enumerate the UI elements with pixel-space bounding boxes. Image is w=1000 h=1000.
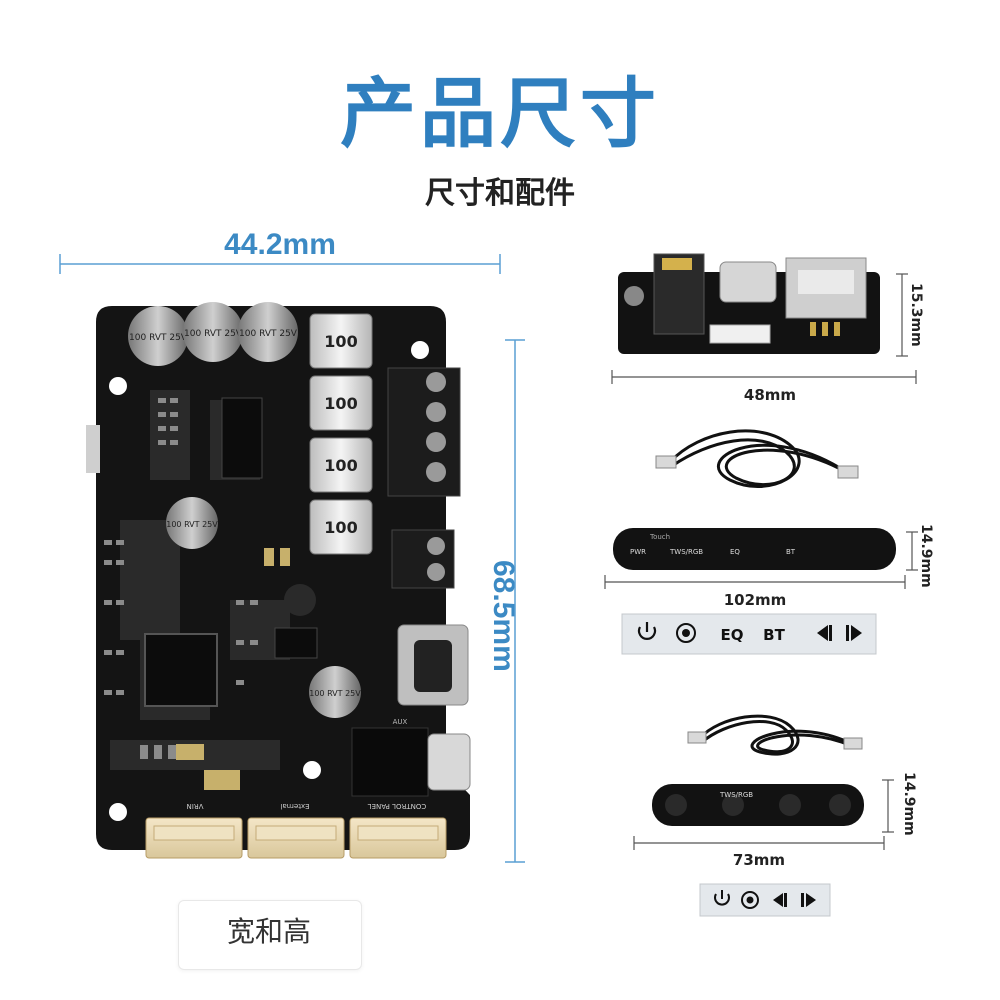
sticker-small bbox=[699, 883, 831, 917]
connector-label-vrin: VRIN bbox=[187, 802, 204, 810]
panel-large-eq: EQ bbox=[730, 548, 740, 556]
io-board-width-dimension bbox=[611, 370, 917, 384]
io-board-height-dimension bbox=[896, 273, 908, 357]
page-title: 产品尺寸 bbox=[340, 69, 660, 158]
small-tws-rgb-icon bbox=[741, 891, 759, 909]
speaker-terminal bbox=[387, 367, 461, 497]
caption-width-height: 宽和高 bbox=[226, 915, 311, 948]
capacitor-1-text: 100 RVT 25V bbox=[129, 333, 188, 343]
inductor-3-text: 100 bbox=[324, 456, 357, 475]
sticker-large: EQ BT bbox=[621, 613, 877, 655]
board-height-dimension bbox=[505, 339, 525, 863]
touch-panel-large-width-dimension bbox=[604, 575, 906, 589]
cable-1 bbox=[668, 429, 847, 488]
panel-large-touch: Touch bbox=[649, 533, 670, 541]
capacitor-5: 100 RVT 25V bbox=[309, 666, 361, 718]
touch-panel-small-width-label: 73mm bbox=[733, 851, 785, 869]
board-width-label: 44.2mm bbox=[224, 228, 336, 261]
usb-c-port bbox=[397, 624, 469, 706]
aux-label: AUX bbox=[393, 718, 408, 726]
power-terminal bbox=[391, 529, 455, 589]
touch-panel-small: TWS/RGB bbox=[652, 784, 864, 826]
touch-panel-small-height-label: 14.9mm bbox=[901, 772, 917, 836]
small-next-track-icon bbox=[801, 893, 816, 907]
inductor-3: 100 bbox=[309, 437, 373, 493]
small-previous-track-icon bbox=[773, 893, 787, 907]
tws-rgb-icon bbox=[676, 623, 696, 643]
caption-box bbox=[178, 900, 362, 970]
touch-panel-large: PWR Touch TWS/RGB EQ BT bbox=[613, 528, 896, 570]
connector-label-control-panel: CONTROL PANEL bbox=[368, 802, 427, 810]
sticker-eq-label: EQ bbox=[721, 626, 744, 644]
sticker-bt-label: BT bbox=[763, 626, 785, 644]
io-board-width-label: 48mm bbox=[744, 386, 796, 404]
inductor-4: 100 bbox=[309, 499, 373, 555]
panel-small-tws: TWS/RGB bbox=[719, 791, 753, 799]
aux-jack: AUX bbox=[351, 718, 471, 797]
panel-large-bt: BT bbox=[786, 548, 796, 556]
previous-track-icon bbox=[817, 625, 832, 641]
connector-1 bbox=[145, 817, 243, 859]
page-subtitle: 尺寸和配件 bbox=[425, 176, 575, 211]
inductor-1: 100 bbox=[309, 313, 373, 369]
io-board-height-label: 15.3mm bbox=[908, 283, 924, 347]
io-board bbox=[618, 253, 880, 354]
touch-panel-large-height-dimension bbox=[906, 531, 918, 571]
power-icon bbox=[637, 622, 657, 640]
inductor-2-text: 100 bbox=[324, 394, 357, 413]
capacitor-2-text: 100 RVT 25V bbox=[184, 329, 243, 339]
capacitor-3: 100 RVT 25V bbox=[238, 302, 298, 362]
capacitor-4: 100 RVT 25V bbox=[166, 497, 218, 549]
inductor-4-text: 100 bbox=[324, 518, 357, 537]
connector-3 bbox=[349, 817, 447, 859]
connector-2 bbox=[247, 817, 345, 859]
inductor-2: 100 bbox=[309, 375, 373, 431]
capacitor-4-text: 100 RVT 25V bbox=[166, 520, 218, 529]
connector-label-external: External bbox=[280, 802, 309, 810]
touch-panel-small-height-dimension bbox=[882, 779, 894, 833]
next-track-icon bbox=[846, 625, 862, 641]
capacitor-1: 100 RVT 25V bbox=[128, 306, 188, 366]
capacitor-3-text: 100 RVT 25V bbox=[239, 329, 298, 339]
small-power-icon bbox=[714, 890, 730, 906]
touch-panel-large-width-label: 102mm bbox=[724, 591, 787, 609]
capacitor-2: 100 RVT 25V bbox=[183, 302, 243, 362]
panel-large-pwr: PWR bbox=[630, 548, 646, 556]
board-width-dimension bbox=[59, 254, 501, 274]
main-board: 100 RVT 25V 100 RVT 25V 100 RVT 25V 100 … bbox=[86, 302, 471, 859]
capacitor-5-text: 100 RVT 25V bbox=[309, 689, 361, 698]
touch-panel-large-height-label: 14.9mm bbox=[918, 524, 934, 588]
cable-2 bbox=[698, 714, 853, 756]
touch-panel-small-width-dimension bbox=[633, 836, 885, 850]
inductor-1-text: 100 bbox=[324, 332, 357, 351]
panel-large-tws: TWS/RGB bbox=[669, 548, 703, 556]
